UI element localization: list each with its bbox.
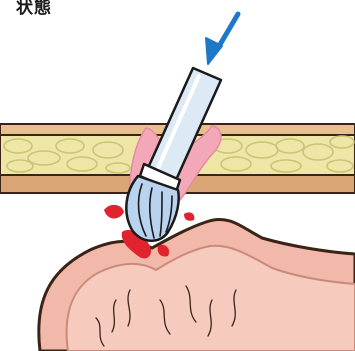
insertion-arrow bbox=[206, 14, 238, 64]
